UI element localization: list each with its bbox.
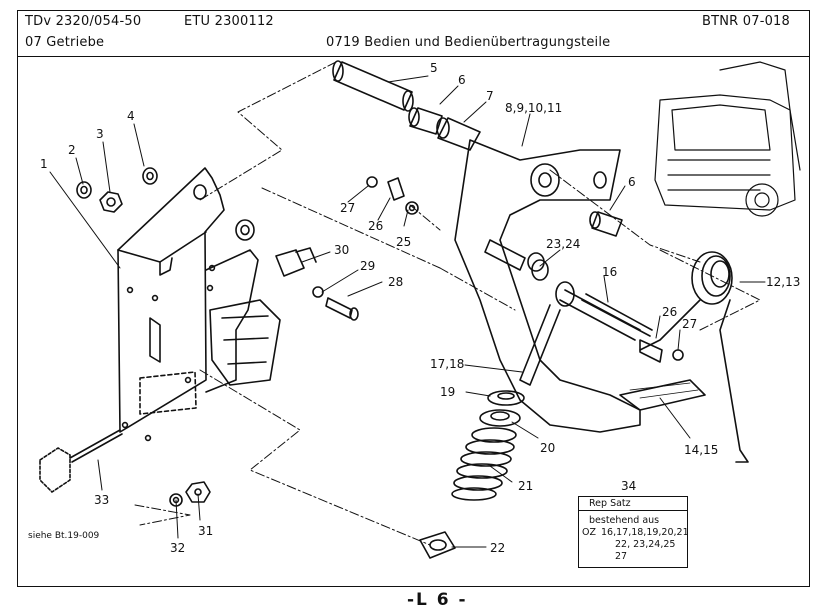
- shaft-and-bushings: [332, 60, 623, 237]
- callout-16: 16: [602, 265, 617, 279]
- callout-34: 34: [621, 479, 636, 493]
- return-spring: [639, 251, 749, 463]
- callout-14-15: 14,15: [684, 443, 718, 457]
- header-divider: [17, 56, 810, 57]
- callout-12-13: 12,13: [766, 275, 800, 289]
- pedal-lever: [454, 139, 706, 433]
- callout-27-left: 27: [340, 201, 355, 215]
- callout-21: 21: [518, 479, 533, 493]
- callout-26-left: 26: [368, 219, 383, 233]
- spring-stack: [419, 390, 525, 559]
- small-fasteners: [275, 176, 545, 321]
- callout-28: 28: [388, 275, 403, 289]
- rep-satz-line4: 27: [615, 551, 628, 562]
- callout-31: 31: [198, 524, 213, 538]
- rep-satz-line3: 22, 23,24,25: [615, 539, 676, 550]
- nut-and-rings: [76, 167, 158, 213]
- callout-3: 3: [96, 127, 104, 141]
- callout-labels: 1 2 3 4 5 6 7 8,9,10,11 6 12,13 14,15 16…: [28, 61, 800, 555]
- support-bracket: [117, 167, 281, 442]
- assembly-centerlines: [134, 61, 761, 546]
- section-title: 0719 Bedien und Bedienübertragungsteile: [326, 35, 611, 50]
- callout-1: 1: [40, 157, 48, 171]
- drawing-frame: [17, 10, 810, 587]
- bolt-nut-washer: [39, 429, 211, 507]
- rep-satz-box: Rep Satz bestehend aus OZ 16,17,18,19,20…: [578, 496, 689, 568]
- rep-satz-line1: bestehend aus: [589, 515, 660, 526]
- leader-lines: [49, 75, 766, 548]
- callout-8-11: 8,9,10,11: [505, 101, 562, 115]
- reference-note: siehe Bt.19-009: [28, 531, 100, 541]
- group-name: 07 Getriebe: [25, 35, 105, 50]
- callout-4: 4: [127, 109, 135, 123]
- callout-25: 25: [396, 235, 411, 249]
- callout-19: 19: [440, 385, 455, 399]
- callout-20: 20: [540, 441, 555, 455]
- callout-27-right: 27: [682, 317, 697, 331]
- rep-satz-prefix: OZ: [582, 527, 596, 538]
- callout-30: 30: [334, 243, 349, 257]
- callout-23-24: 23,24: [546, 237, 580, 251]
- callout-33: 33: [94, 493, 109, 507]
- rep-satz-title: Rep Satz: [579, 497, 687, 511]
- callout-17-18: 17,18: [430, 357, 464, 371]
- callout-6-top: 6: [458, 73, 466, 87]
- callout-22: 22: [490, 541, 505, 555]
- callout-26-right: 26: [662, 305, 677, 319]
- callout-6-right: 6: [628, 175, 636, 189]
- callout-5: 5: [430, 61, 438, 75]
- page-footer: -L 6 -: [407, 590, 468, 610]
- callout-2: 2: [68, 143, 76, 157]
- truck-sketch: [654, 61, 801, 217]
- rep-satz-line2: 16,17,18,19,20,21: [601, 527, 689, 538]
- pin-and-clip: [581, 293, 684, 363]
- etu-number: ETU 2300112: [184, 14, 274, 29]
- callout-32: 32: [170, 541, 185, 555]
- callout-7: 7: [486, 89, 494, 103]
- doc-code: TDv 2320/054-50: [25, 14, 142, 29]
- btnr-number: BTNR 07-018: [702, 14, 790, 29]
- callout-29: 29: [360, 259, 375, 273]
